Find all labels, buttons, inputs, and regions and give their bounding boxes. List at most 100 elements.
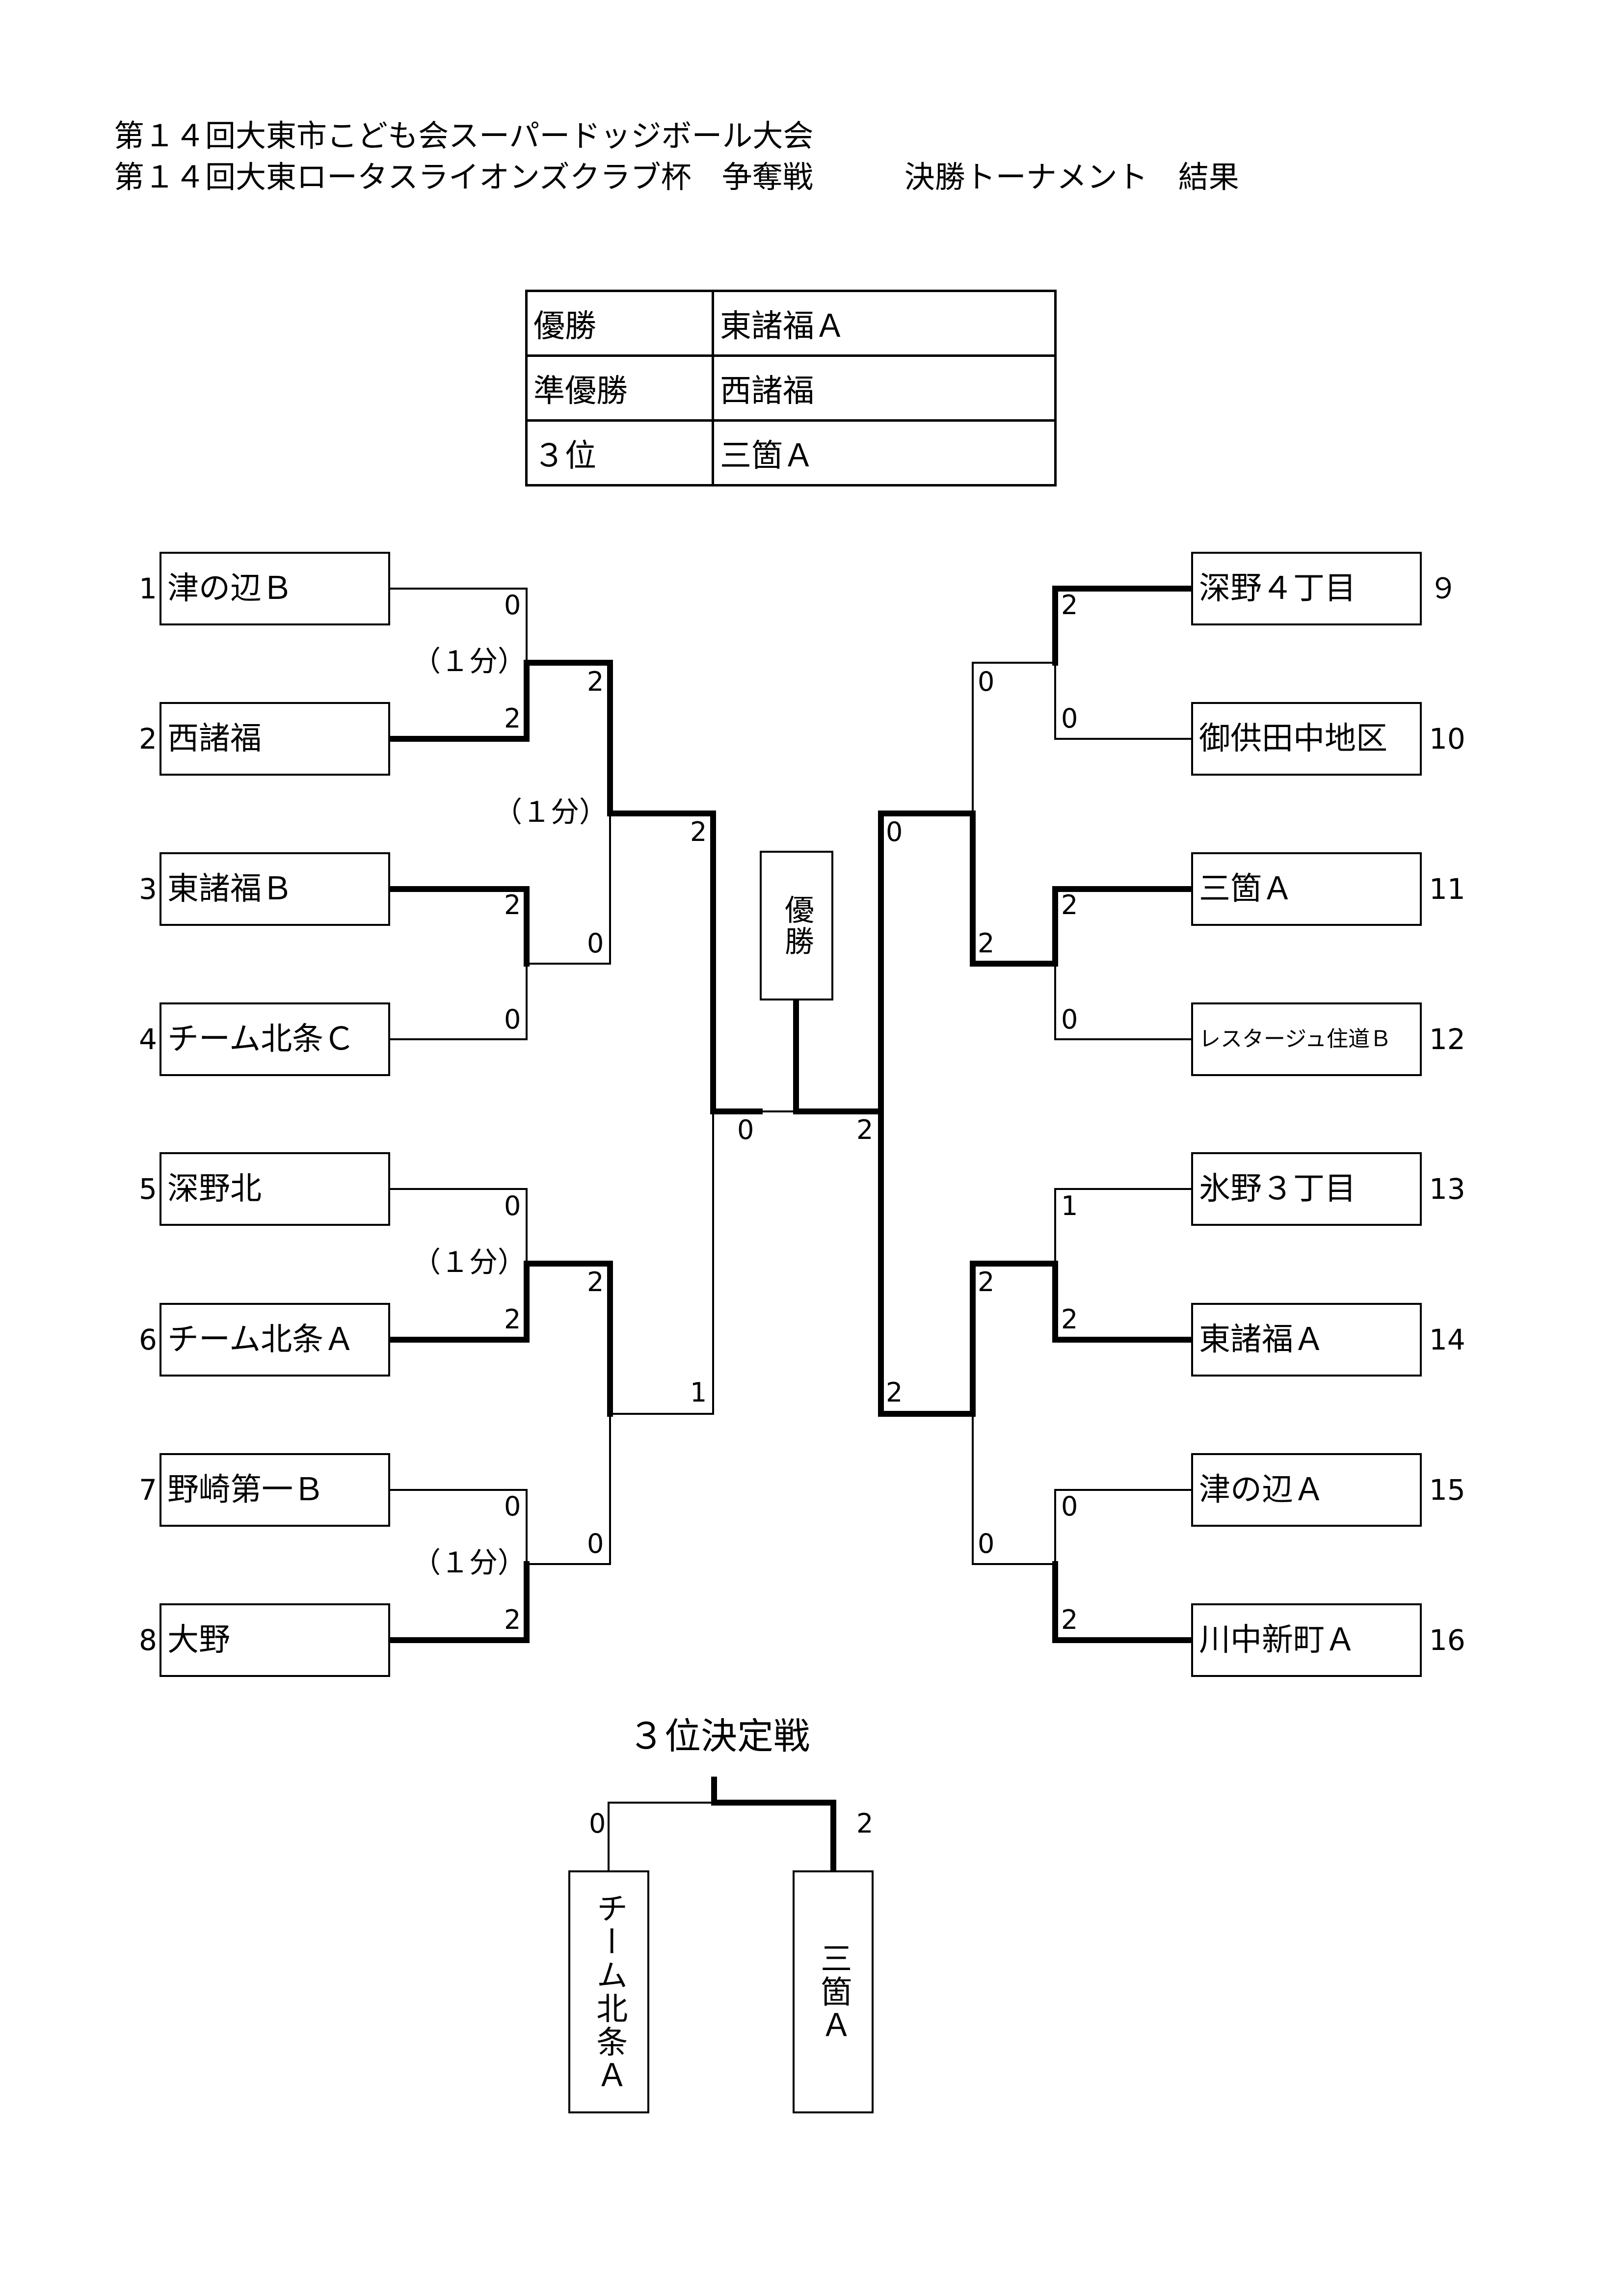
score: 0 — [737, 1114, 754, 1145]
team-box: 東諸福Ａ — [1191, 1303, 1422, 1377]
seed-number: 3 — [139, 872, 157, 906]
team-box: 東諸福Ｂ — [160, 852, 390, 926]
result-team: 三箇Ａ — [712, 419, 1057, 486]
seed-number: 5 — [139, 1172, 157, 1206]
team-box: 深野４丁目 — [1191, 552, 1422, 625]
line-right-m4-loser — [1054, 1489, 1192, 1565]
champion-box: 優勝 — [760, 851, 833, 1000]
title-line-1: 第１４回大東市こども会スーパードッジボール大会 — [114, 118, 814, 154]
line-left-m4-winner — [387, 1561, 530, 1643]
score: 1 — [690, 1377, 707, 1408]
line-left-m4-loser — [389, 1489, 528, 1565]
score: 2 — [978, 1267, 995, 1297]
results-row-runner-up: 準優勝 西諸福 — [525, 354, 1057, 422]
line-left-m1-loser — [389, 588, 528, 664]
score: 0 — [978, 666, 995, 697]
result-rank: 準優勝 — [525, 354, 714, 422]
results-row-champion: 優勝 東諸福Ａ — [525, 290, 1057, 357]
team-box: 三箇Ａ — [1191, 852, 1422, 926]
line-left-qf1-loser — [526, 812, 611, 965]
score: 2 — [886, 1377, 903, 1408]
results-row-third: ３位 三箇Ａ — [525, 419, 1057, 486]
seed-number: 16 — [1429, 1623, 1465, 1657]
team-box: 御供田中地区 — [1191, 702, 1422, 776]
line-third-winner — [711, 1800, 836, 1873]
score: 2 — [587, 666, 604, 697]
seed-number: 4 — [139, 1023, 157, 1056]
line-right-qf1-loser — [972, 662, 1056, 814]
score: 2 — [504, 703, 521, 734]
line-right-qf2-loser — [972, 1413, 1056, 1565]
seed-number: 15 — [1429, 1473, 1465, 1507]
seed-number: 11 — [1429, 872, 1465, 906]
champion-label: 優勝 — [779, 894, 814, 957]
score: 2 — [1061, 590, 1078, 621]
seed-number: 10 — [1429, 722, 1465, 756]
team-box: 野崎第一Ｂ — [160, 1453, 390, 1527]
team-box: 津の辺Ａ — [1191, 1453, 1422, 1527]
score: 0 — [886, 816, 903, 847]
result-team: 西諸福 — [712, 354, 1057, 422]
line-right-m2-loser — [1054, 963, 1192, 1040]
score: 2 — [504, 1304, 521, 1335]
line-right-m4-winner — [1052, 1561, 1194, 1643]
score: 0 — [978, 1528, 995, 1559]
line-left-qf2-winner — [524, 1261, 613, 1417]
seed-number: 2 — [139, 722, 157, 756]
line-left-qf1-winner — [524, 660, 613, 816]
third-place-team-b: 三箇Ａ — [793, 1870, 874, 2113]
line-left-qf2-loser — [526, 1413, 611, 1565]
team-box: 深野北 — [160, 1152, 390, 1226]
team-box: 川中新町Ａ — [1191, 1603, 1422, 1677]
line-left-m1-winner — [387, 660, 530, 742]
line-right-sf-loser — [878, 810, 976, 1114]
title-line-2: 第１４回大東ロータスライオンズクラブ杯 争奪戦 決勝トーナメント 結果 — [114, 159, 1239, 195]
line-right-m3-loser — [1054, 1188, 1192, 1265]
score: 2 — [856, 1808, 874, 1839]
team-box: レスタージュ住道Ｂ — [1191, 1002, 1422, 1076]
team-box: 大野 — [160, 1603, 390, 1677]
team-box: チーム北条Ｃ — [160, 1002, 390, 1076]
result-rank: ３位 — [525, 419, 714, 486]
line-left-m3-winner — [387, 1261, 530, 1343]
score: 2 — [978, 928, 995, 959]
score: 2 — [504, 1604, 521, 1635]
line-third-loser — [608, 1802, 715, 1871]
line-right-qf2-winner — [970, 1261, 1058, 1417]
seed-number: 14 — [1429, 1323, 1465, 1356]
line-right-m1-winner — [1052, 586, 1194, 666]
seed-number: 7 — [139, 1473, 157, 1507]
score: 1 — [1061, 1190, 1078, 1221]
line-right-m2-winner — [1052, 886, 1194, 967]
seed-number: 12 — [1429, 1023, 1465, 1056]
team-box: チーム北条Ａ — [160, 1303, 390, 1377]
score: 2 — [1061, 890, 1078, 920]
team-box: 津の辺Ｂ — [160, 552, 390, 625]
line-left-m2-loser — [389, 963, 528, 1040]
seed-number: ９ — [1429, 572, 1458, 605]
score: 2 — [587, 1267, 604, 1297]
score: 2 — [504, 890, 521, 920]
score: 0 — [1061, 1004, 1078, 1035]
line-right-qf1-winner — [970, 810, 1058, 967]
score: 2 — [690, 816, 707, 847]
line-right-sf-winner — [878, 1108, 976, 1417]
score: 0 — [504, 1491, 521, 1522]
seed-number: 8 — [139, 1623, 157, 1657]
overtime-note: （１分） — [412, 1546, 527, 1579]
overtime-note: （１分） — [412, 1245, 527, 1279]
overtime-note: （１分） — [494, 795, 608, 829]
team-box: 氷野３丁目 — [1191, 1152, 1422, 1226]
line-right-m3-winner — [1052, 1261, 1194, 1343]
line-left-sf-winner — [607, 810, 716, 1114]
seed-number: 1 — [139, 572, 157, 605]
result-rank: 優勝 — [525, 290, 714, 357]
score: 0 — [504, 590, 521, 621]
results-table: 優勝 東諸福Ａ 準優勝 西諸福 ３位 三箇Ａ — [525, 290, 1057, 486]
third-place-title: ３位決定戦 — [628, 1715, 810, 1757]
score: 0 — [587, 1528, 604, 1559]
seed-number: 13 — [1429, 1172, 1465, 1206]
score: 0 — [589, 1808, 606, 1839]
score: 0 — [504, 1190, 521, 1221]
